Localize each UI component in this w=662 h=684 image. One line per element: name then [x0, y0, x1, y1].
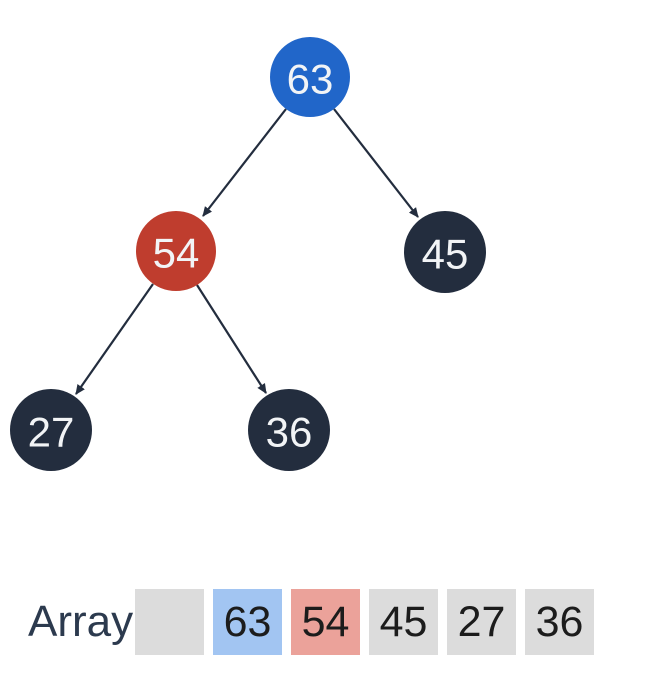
- array-label: Array: [28, 597, 134, 646]
- tree-node-left: 54: [136, 211, 216, 291]
- edge-54-27: [75, 283, 154, 395]
- array-cell-1: 63: [213, 589, 282, 655]
- edge-54-36: [196, 284, 267, 394]
- array-cell-5: 36: [525, 589, 594, 655]
- array-cell-2: 54: [291, 589, 360, 655]
- tree-node-right: 45: [404, 211, 486, 293]
- array-cell-0: [135, 589, 204, 655]
- edge-63-45: [333, 108, 419, 218]
- array-representation: Array 63 54 45 27 36: [28, 589, 594, 655]
- node-value: 36: [266, 409, 313, 456]
- array-cells: 63 54 45 27 36: [135, 589, 594, 655]
- node-value: 27: [28, 409, 75, 456]
- array-cell-4: 27: [447, 589, 516, 655]
- array-cell-3: 45: [369, 589, 438, 655]
- node-circle: [404, 211, 486, 293]
- tree-node-left-left: 27: [10, 389, 92, 471]
- node-circle: [248, 389, 330, 471]
- node-circle: [10, 389, 92, 471]
- tree-node-root: 63: [270, 37, 350, 117]
- tree-edges: [75, 108, 419, 395]
- node-value: 45: [422, 231, 469, 278]
- binary-tree-diagram: 63 54 45 27 36: [10, 37, 486, 471]
- edge-63-54: [202, 108, 287, 217]
- node-value: 54: [153, 230, 200, 277]
- node-circle: [270, 37, 350, 117]
- node-value: 63: [287, 56, 334, 103]
- node-circle: [136, 211, 216, 291]
- tree-node-left-right: 36: [248, 389, 330, 471]
